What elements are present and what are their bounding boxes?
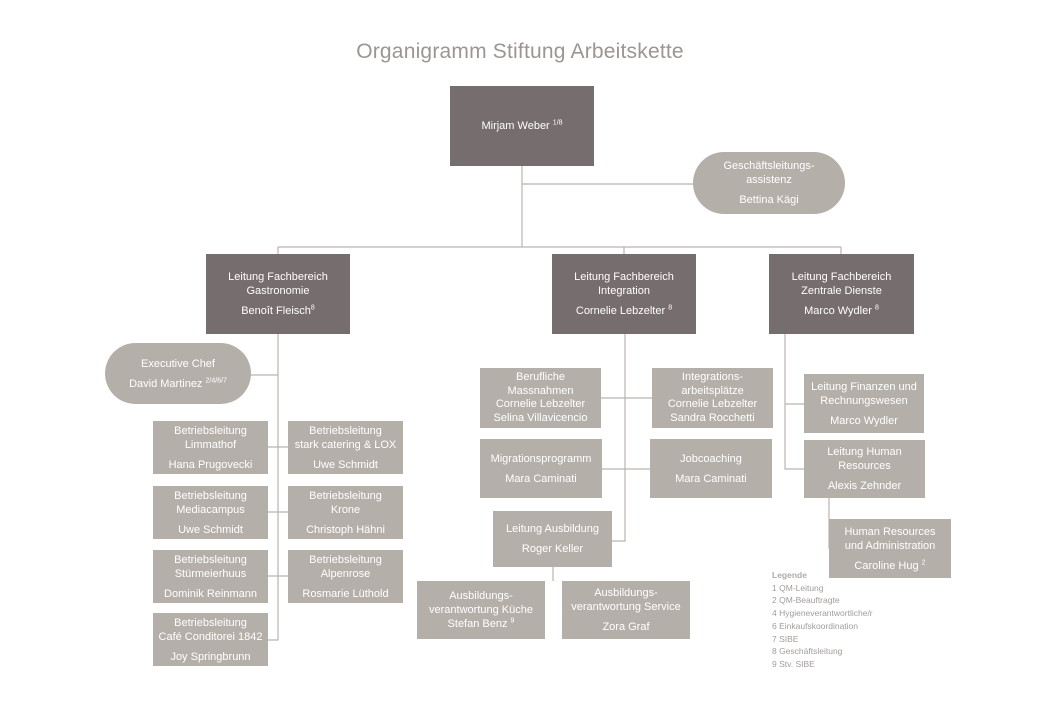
legend-item: 7 SIBE [772, 633, 799, 644]
unit-ausbildung-kueche-box: Ausbildungs- verantwortung Küche Stefan … [417, 581, 545, 639]
unit-finanzen-box: Leitung Finanzen und Rechnungswesen Marc… [804, 374, 924, 433]
legend-item: 4 Hygieneverantwortliche/r [772, 608, 873, 619]
unit-person-name: Stefan Benz 9 [447, 617, 515, 630]
unit-stuermeierhuus-box: Betriebsleitung Stürmeierhuus Dominik Re… [153, 550, 268, 603]
unit-cafe-conditorei-box: Betriebsleitung Café Conditorei 1842 Joy… [153, 613, 268, 666]
legend-item: 8 Geschäftsleitung [772, 646, 843, 657]
unit-leitung-ausbildung-box: Leitung Ausbildung Roger Keller [493, 511, 612, 567]
unit-migrationsprogramm-box: Migrationsprogramm Mara Caminati [480, 439, 602, 498]
legend-item: 2 QM-Beauftragte [772, 595, 840, 606]
unit-jobcoaching-box: Jobcoaching Mara Caminati [650, 439, 772, 498]
unit-integrationsarbeitsplaetze-box: Integrations- arbeitsplätze Cornelie Leb… [652, 368, 773, 428]
ceo-name: Mirjam Weber 1/8 [481, 119, 563, 132]
unit-ausbildung-service-box: Ausbildungs- verantwortung Service Zora … [562, 581, 690, 639]
unit-hr-administration-box: Human Resources und Administration Carol… [829, 519, 951, 578]
ceo-box: Mirjam Weber 1/8 [450, 86, 594, 166]
legend-item: 6 Einkaufskoordination [772, 620, 859, 631]
unit-alpenrose-box: Betriebsleitung Alpenrose Rosmarie Lütho… [288, 550, 403, 603]
executive-chef-name: David Martinez 2/4/6/7 [129, 376, 227, 390]
unit-mediacampus-box: Betriebsleitung Mediacampus Uwe Schmidt [153, 486, 268, 539]
assistant-box: Geschäftsleitungs- assistenz Bettina Käg… [693, 152, 845, 214]
division-head-name: Benoît Fleisch8 [241, 304, 315, 317]
chart-title: Organigramm Stiftung Arbeitskette [356, 40, 684, 63]
division-head-name: Marco Wydler 8 [804, 304, 879, 317]
legend-heading: Legende [772, 570, 807, 580]
assistant-name: Bettina Kägi [739, 194, 799, 206]
unit-krone-box: Betriebsleitung Krone Christoph Hähni [288, 486, 403, 539]
assistant-role: Geschäftsleitungs- assistenz [723, 160, 815, 186]
legend-item: 9 Stv. SIBE [772, 658, 815, 669]
legend-item: 1 QM-Leitung [772, 582, 824, 593]
division-integration-box: Leitung Fachbereich Integration Cornelie… [552, 254, 696, 334]
unit-leitung-hr-box: Leitung Human Resources Alexis Zehnder [804, 440, 925, 498]
unit-berufliche-massnahmen-box: Berufliche Massnahmen Cornelie Lebzelter… [480, 368, 601, 428]
executive-chef-box: Executive Chef David Martinez 2/4/6/7 [105, 343, 251, 404]
division-gastronomie-box: Leitung Fachbereich Gastronomie Benoît F… [206, 254, 350, 334]
legend: Legende 1 QM-Leitung 2 QM-Beauftragte 4 … [772, 569, 873, 671]
unit-stark-catering-box: Betriebsleitung stark catering & LOX Uwe… [288, 421, 403, 474]
division-dienste-box: Leitung Fachbereich Zentrale Dienste Mar… [769, 254, 914, 334]
division-head-name: Cornelie Lebzelter 8 [575, 304, 673, 317]
unit-person-name: Caroline Hug 2 [854, 558, 926, 572]
unit-limmathof-box: Betriebsleitung Limmathof Hana Prugoveck… [153, 421, 268, 474]
